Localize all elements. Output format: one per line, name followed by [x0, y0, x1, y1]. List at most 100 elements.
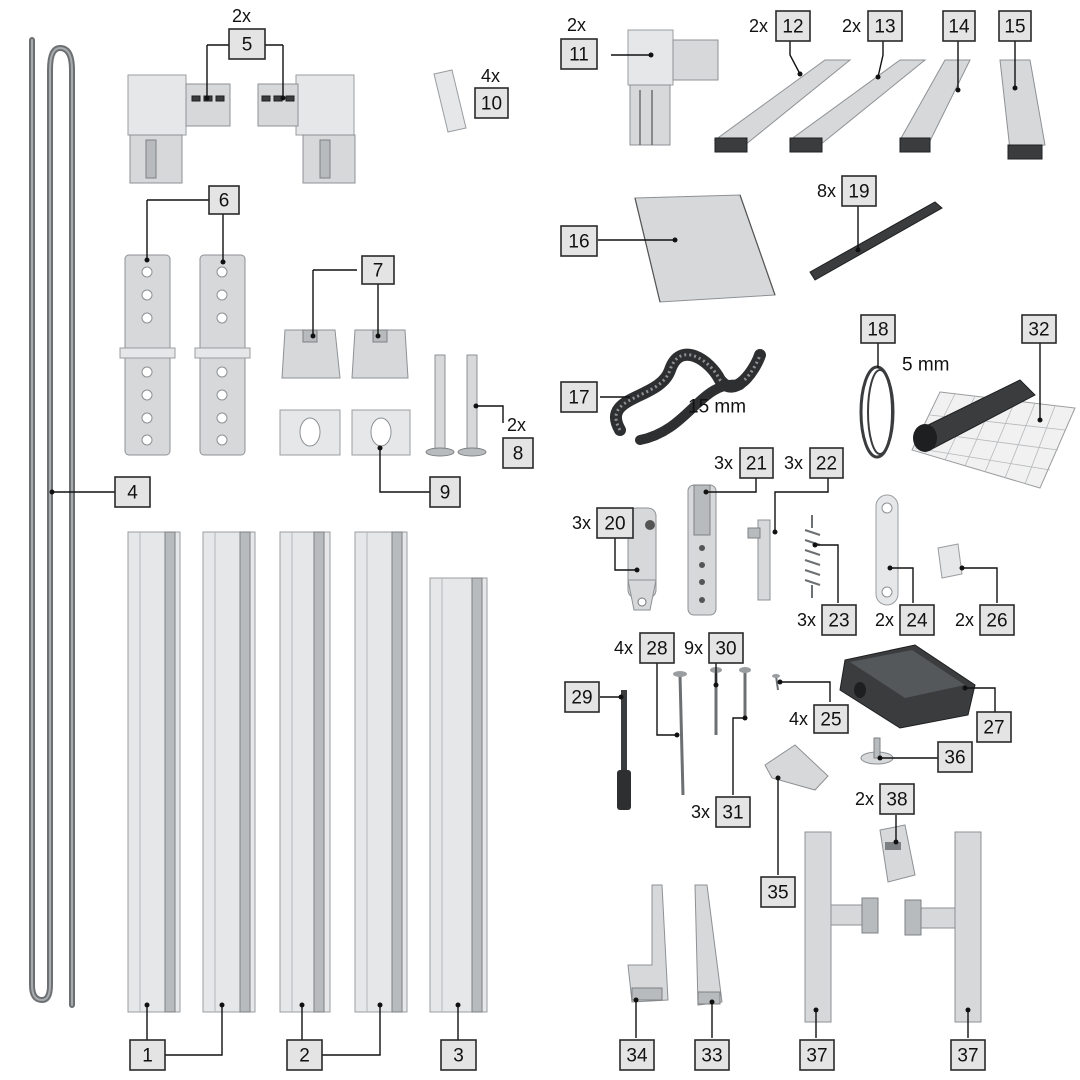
- part-number: 22: [816, 454, 837, 475]
- part-label-10: 10: [474, 87, 509, 119]
- pin-cap-icon: [860, 737, 894, 765]
- part-number: 32: [1028, 320, 1049, 341]
- part-number: 37: [957, 1046, 978, 1067]
- part-number: 17: [568, 388, 589, 409]
- corner-connector-icon: [127, 74, 356, 184]
- end-cap-icon: [433, 69, 467, 133]
- quantity-10: 4x: [481, 66, 500, 86]
- part-label-box: [596, 507, 634, 539]
- quantity-25: 4x: [789, 709, 808, 729]
- part-number: 29: [571, 688, 592, 709]
- part-label-box: [775, 10, 811, 42]
- part-label-box: [502, 437, 534, 469]
- part-label-box: [361, 255, 395, 285]
- part-number: 12: [782, 17, 803, 38]
- quantity-28: 4x: [614, 638, 633, 658]
- part-label-box: [429, 476, 461, 508]
- part-label-box: [474, 87, 509, 119]
- part-label-17: 17: [560, 381, 598, 413]
- top-cap-icon: [281, 329, 409, 379]
- part-label-2: 2: [286, 1039, 323, 1071]
- part-label-box: [708, 632, 744, 664]
- part-number: 24: [906, 611, 928, 632]
- quantity-21: 3x: [714, 453, 733, 473]
- part-label-27: 27: [976, 711, 1012, 743]
- perforated-connector-icon: [119, 254, 251, 456]
- part-label-box: [560, 381, 598, 413]
- part-number: 19: [848, 182, 869, 203]
- t-bracket-icon: [804, 831, 982, 1023]
- part-label-37: 37: [950, 1039, 986, 1071]
- part-number: 11: [569, 45, 589, 66]
- clip-icon: [627, 884, 723, 1006]
- wedge-cap-icon: [764, 744, 829, 791]
- pin-icon: [747, 519, 771, 601]
- part-label-box: [129, 1039, 166, 1071]
- part-number: 3: [453, 1046, 464, 1067]
- part-number: 21: [746, 454, 767, 475]
- track-profile-icon: [713, 59, 1046, 160]
- part-label-36: 36: [937, 741, 973, 773]
- part-label-1: 1: [129, 1039, 166, 1071]
- part-label-box: [228, 28, 266, 60]
- part-number: 26: [986, 611, 1007, 632]
- bracket-icon: [879, 824, 916, 883]
- part-label-box: [879, 783, 915, 815]
- part-label-box: [813, 704, 849, 734]
- quantity-11: 2x: [567, 15, 586, 35]
- part-label-5: 5: [228, 28, 266, 60]
- dimension-17: 15 mm: [688, 397, 746, 418]
- part-number: 14: [948, 17, 970, 38]
- quantity-30: 9x: [684, 638, 703, 658]
- part-number: 7: [373, 261, 384, 282]
- part-label-30: 30: [708, 632, 744, 664]
- part-label-13: 13: [867, 10, 903, 42]
- part-number: 38: [886, 790, 907, 811]
- part-label-11: 11: [560, 38, 598, 70]
- strip-icon: [809, 201, 943, 281]
- part-label-20: 20: [596, 507, 634, 539]
- part-number: 6: [219, 191, 230, 212]
- part-number: 13: [874, 17, 895, 38]
- part-label-18: 18: [860, 314, 896, 344]
- part-label-8: 8: [502, 437, 534, 469]
- part-label-box: [841, 175, 877, 207]
- hinge-barrel-icon: [627, 507, 657, 611]
- part-label-box: [979, 604, 1015, 636]
- part-label-box: [1021, 314, 1057, 344]
- part-number: 8: [513, 444, 524, 465]
- vertical-profiles-icon: [127, 531, 488, 1013]
- part-label-box: [809, 447, 844, 479]
- cord-coil-icon: [859, 365, 895, 459]
- part-label-14: 14: [942, 10, 976, 42]
- flat-plate-icon: [875, 494, 899, 606]
- part-label-37: 37: [799, 1039, 835, 1071]
- spring-icon: [804, 515, 821, 598]
- part-number: 25: [820, 710, 841, 731]
- leader-lines: [49, 41, 1043, 1056]
- part-label-box: [114, 476, 151, 508]
- part-label-box: [998, 10, 1032, 42]
- corner-piece-icon: [627, 29, 719, 146]
- part-label-21: 21: [739, 447, 774, 479]
- part-number: 28: [646, 639, 667, 660]
- quantity-19: 8x: [817, 181, 836, 201]
- part-label-35: 35: [760, 876, 796, 908]
- part-label-12: 12: [775, 10, 811, 42]
- quantity-5: 2x: [232, 6, 251, 26]
- part-number: 34: [626, 1046, 648, 1067]
- part-number: 20: [604, 514, 625, 535]
- part-label-box: [694, 1039, 730, 1071]
- quantity-23: 3x: [797, 610, 816, 630]
- hinge-plate-icon: [687, 484, 717, 616]
- cord-loop-icon: [29, 37, 75, 1008]
- part-label-34: 34: [619, 1039, 655, 1071]
- part-label-16: 16: [560, 225, 598, 257]
- quantity-31: 3x: [691, 802, 710, 822]
- part-label-box: [639, 632, 675, 664]
- wide-channel-icon: [634, 194, 776, 303]
- quantity-20: 3x: [572, 513, 591, 533]
- part-number: 36: [944, 748, 965, 769]
